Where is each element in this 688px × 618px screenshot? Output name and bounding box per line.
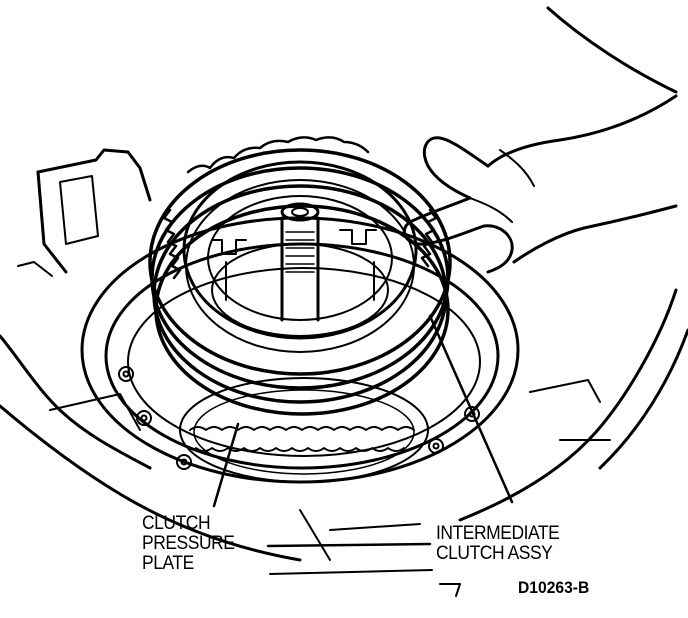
hand-illustration (402, 94, 678, 274)
label-line-2: PRESSURE (142, 533, 235, 554)
baseline-tick (439, 583, 461, 597)
case-bolts (118, 366, 480, 470)
baseline-rule (269, 569, 433, 575)
clutch-plate-stack (148, 136, 452, 416)
gear-teeth (189, 426, 415, 452)
label-line-2: CLUTCH ASSY (436, 543, 553, 564)
transmission-case (0, 6, 688, 562)
inner-drum (207, 195, 393, 337)
label-line-3: PLATE (142, 553, 194, 574)
figure-id: D10263-B (518, 578, 590, 597)
input-shaft (280, 202, 320, 322)
intermediate-clutch-assy-label: INTERMEDIATE CLUTCH ASSY (436, 523, 560, 564)
label-line-1: CLUTCH (142, 513, 211, 534)
label-line-1: INTERMEDIATE (436, 523, 560, 544)
housing-rings (80, 216, 520, 484)
leader-lines (212, 314, 514, 548)
clutch-pressure-plate-label: CLUTCH PRESSURE PLATE (142, 513, 235, 574)
